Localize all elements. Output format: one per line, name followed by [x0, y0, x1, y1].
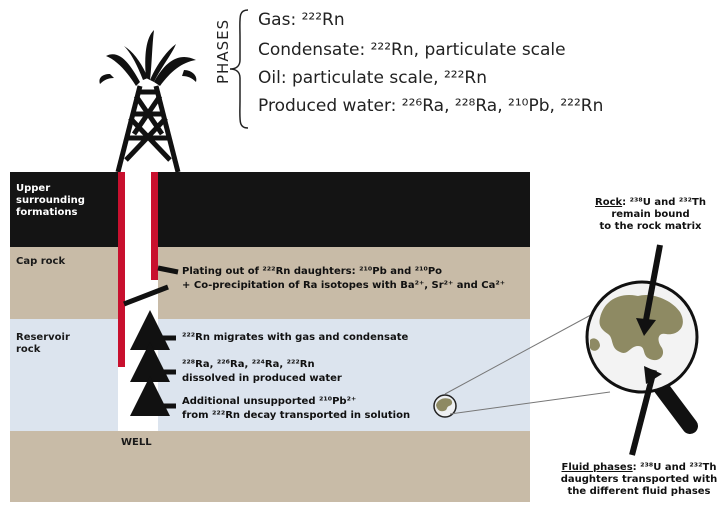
- unsupported-note-line1: Additional unsupported ²¹⁰Pb²⁺: [182, 396, 357, 407]
- dissolved-note-line1: ²²⁸Ra, ²²⁶Ra, ²²⁴Ra, ²²²Rn: [182, 359, 315, 370]
- migrates-note: ²²²Rn migrates with gas and condensate: [182, 332, 409, 343]
- dissolved-note-line2: dissolved in produced water: [182, 373, 342, 384]
- unsupported-note-line2: from ²²²Rn decay transported in solution: [182, 410, 411, 421]
- base-layer: [10, 431, 530, 502]
- fluid-note-heading: Fluid phases: [561, 462, 633, 473]
- casing-right: [151, 172, 158, 280]
- phase-produced-water: Produced water: ²²⁶Ra, ²²⁸Ra, ²¹⁰Pb, ²²²…: [258, 96, 604, 116]
- plating-note-line2: + Co-precipitation of Ra isotopes with B…: [182, 280, 506, 291]
- upper-formation-label: Upper surrounding formations: [16, 183, 85, 218]
- fluid-note-line3: the different fluid phases: [567, 486, 711, 497]
- reservoir-rock-label: Reservoir rock: [16, 332, 70, 355]
- phases-brace: [229, 9, 249, 129]
- rock-note-line1: : ²³⁸U and ²³²Th: [622, 197, 706, 208]
- grain-small: [433, 394, 457, 418]
- cap-rock-layer: [10, 247, 530, 319]
- rock-note-line2: remain bound: [611, 209, 690, 220]
- grain-large: [585, 244, 699, 456]
- rock-note-heading: Rock: [595, 197, 623, 208]
- plating-note-line1: Plating out of ²²²Rn daughters: ²¹⁰Pb an…: [182, 266, 443, 277]
- fluid-note: Fluid phases: ²³⁸U and ²³²Th daughters t…: [555, 462, 723, 498]
- upper-formation-layer: [10, 172, 530, 247]
- phase-condensate: Condensate: ²²²Rn, particulate scale: [258, 40, 566, 60]
- casing-left: [118, 172, 125, 367]
- phase-gas: Gas: ²²²Rn: [258, 10, 345, 30]
- well-label: WELL: [121, 437, 152, 448]
- oil-derrick-icon: [99, 30, 197, 173]
- rock-note-line3: to the rock matrix: [599, 221, 702, 232]
- phase-oil: Oil: particulate scale, ²²²Rn: [258, 68, 487, 88]
- cap-rock-label: Cap rock: [16, 256, 66, 267]
- fluid-note-line2: daughters transported with: [560, 474, 718, 485]
- fluid-note-line1: : ²³⁸U and ²³²Th: [632, 462, 717, 473]
- rock-note: Rock: ²³⁸U and ²³²Th remain bound to the…: [578, 197, 723, 233]
